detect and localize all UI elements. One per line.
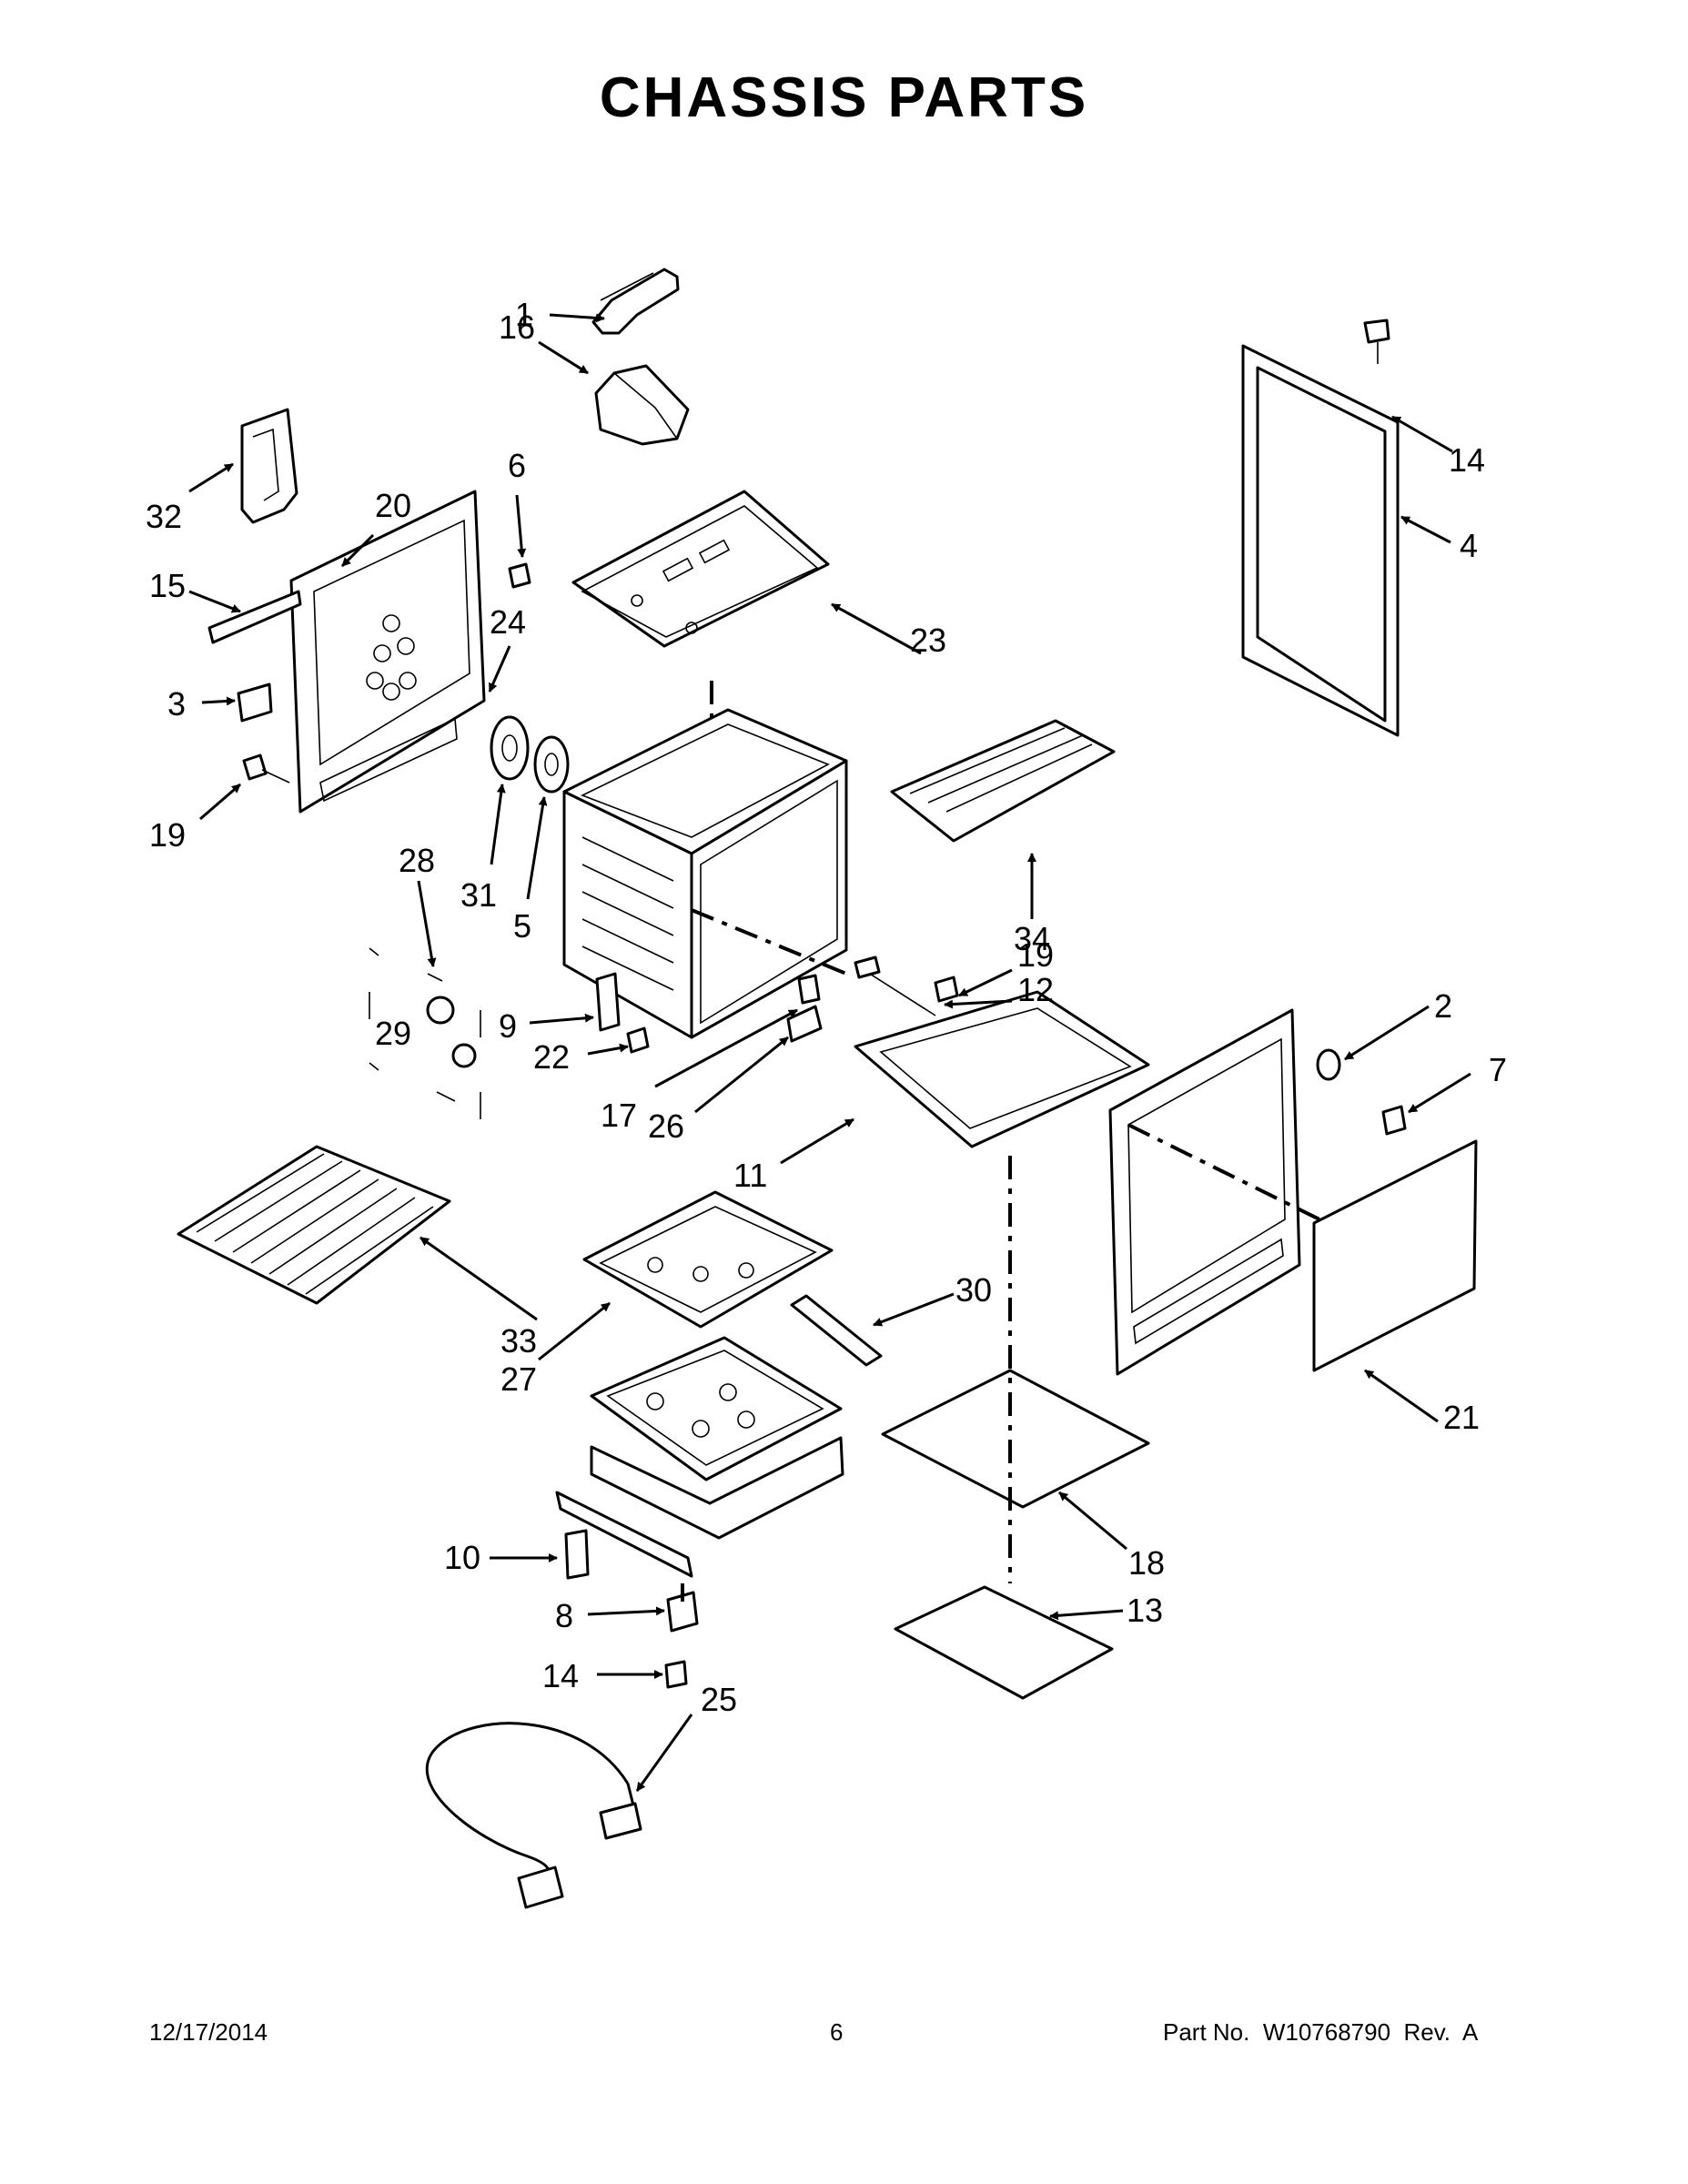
part-7-screw — [1381, 1105, 1407, 1136]
leader-lines — [188, 313, 1471, 1792]
part-33-rack — [177, 1145, 451, 1305]
callout-14b: 14 — [542, 1657, 579, 1694]
callout-34: 34 — [1014, 920, 1050, 957]
part-3-clip — [237, 682, 273, 723]
part-14-screw — [664, 1660, 688, 1689]
part-17-screw — [797, 974, 821, 1005]
callout-30: 30 — [955, 1271, 992, 1309]
part-20-rear-panel — [289, 490, 486, 814]
callout-16: 16 — [499, 308, 535, 346]
part-11-oven-floor — [854, 990, 1150, 1148]
callout-21: 21 — [1443, 1399, 1480, 1436]
part-28-29-knob — [369, 947, 481, 1119]
callout-15: 15 — [149, 567, 186, 604]
callout-17: 17 — [601, 1097, 637, 1134]
part-25-power-cord — [425, 1722, 642, 1909]
page-title: CHASSIS PARTS — [599, 66, 1089, 129]
callout-28: 28 — [399, 842, 435, 879]
callout-20: 20 — [375, 487, 411, 524]
callout-24: 24 — [490, 603, 526, 641]
callout-5: 5 — [513, 907, 531, 945]
part-10-spring — [564, 1529, 590, 1580]
part-9-bracket — [595, 972, 621, 1032]
part-32-bracket — [240, 408, 298, 524]
callout-29: 29 — [375, 1015, 411, 1052]
callout-13: 13 — [1127, 1592, 1163, 1629]
part-13-bottom-tray — [894, 1585, 1114, 1700]
callout-4: 4 — [1460, 527, 1478, 564]
callout-31: 31 — [460, 876, 497, 914]
callout-25: 25 — [701, 1681, 737, 1718]
part-23-top-plate — [571, 490, 830, 648]
part-2-bushing — [1316, 1048, 1341, 1081]
part-15-rail — [207, 590, 302, 644]
part-21-gasket — [1312, 1139, 1478, 1372]
callout-26: 26 — [648, 1107, 684, 1145]
part-6-screw — [508, 562, 531, 589]
callout-23: 23 — [910, 622, 946, 659]
callout-9: 9 — [499, 1007, 517, 1045]
part-16-duct-base — [594, 364, 690, 446]
footer-page-number: 6 — [830, 2018, 844, 2046]
footer-part-number: Part No. W10768790 Rev. A — [1163, 2018, 1479, 2046]
bake-burner-tray — [555, 1336, 844, 1578]
part-5-fan-cover — [533, 735, 570, 794]
part-12-rod — [854, 956, 936, 1016]
part-19-screw — [934, 976, 959, 1003]
callout-14: 14 — [1449, 441, 1485, 479]
callout-8: 8 — [555, 1597, 573, 1634]
callout-10: 10 — [444, 1539, 480, 1576]
part-1-vent-duct — [591, 268, 680, 335]
callout-27: 27 — [500, 1360, 537, 1398]
callout-12: 12 — [1017, 971, 1054, 1008]
part-18-bottom-panel — [881, 1369, 1150, 1509]
part-14-screw — [1363, 318, 1390, 364]
part-27-base-plate — [582, 1190, 834, 1329]
part-31-fan-blade — [490, 715, 530, 781]
part-19-screw — [242, 753, 290, 784]
callout-7: 7 — [1489, 1051, 1507, 1088]
part-26-bracket — [786, 1005, 823, 1043]
callout-32: 32 — [146, 498, 182, 535]
callout-2: 2 — [1434, 987, 1452, 1025]
callout-1: 1 — [515, 296, 533, 333]
part-34-rack — [890, 719, 1116, 843]
door-frame — [1108, 1008, 1301, 1376]
part-22-screw — [626, 1026, 650, 1054]
callout-19b: 19 — [1017, 936, 1054, 974]
callout-11: 11 — [733, 1157, 767, 1194]
callout-labels: 1 16 6 32 20 15 3 19 24 31 5 23 14 4 34 … — [146, 296, 1507, 1718]
callout-3: 3 — [167, 685, 186, 723]
oven-cavity — [562, 708, 848, 1039]
callout-22: 22 — [533, 1038, 570, 1076]
part-4-frame — [1241, 344, 1400, 737]
callout-18: 18 — [1128, 1544, 1165, 1582]
callout-19: 19 — [149, 816, 186, 854]
callout-33: 33 — [500, 1322, 537, 1360]
part-8-valve — [666, 1591, 699, 1633]
part-30-igniter — [790, 1294, 883, 1367]
callout-6: 6 — [508, 447, 526, 484]
footer-date: 12/17/2014 — [149, 2018, 268, 2046]
